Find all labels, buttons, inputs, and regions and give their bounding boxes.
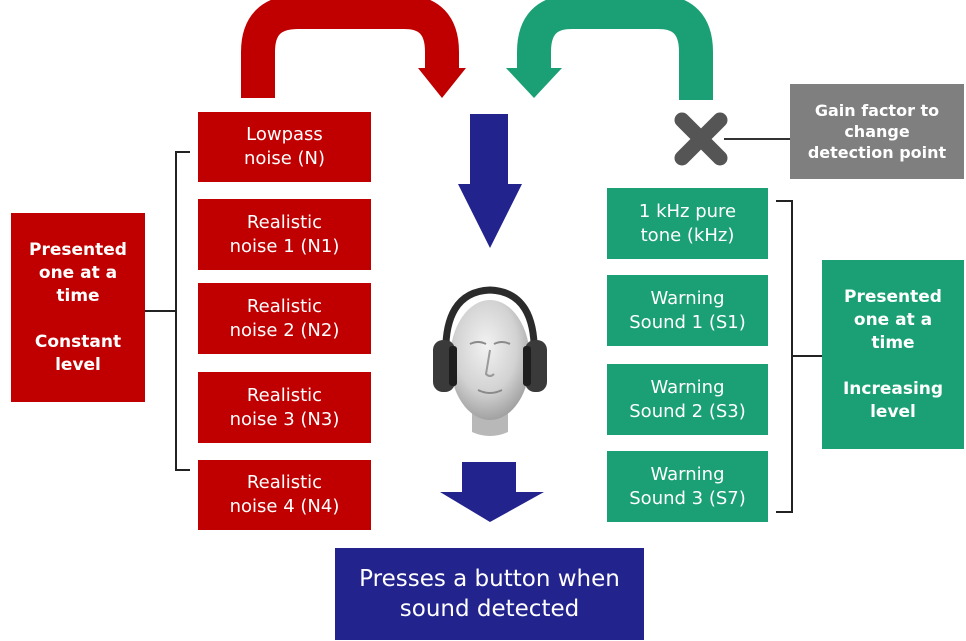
down-arrow-upper xyxy=(458,114,522,248)
noise-line-1: Realistic xyxy=(246,211,323,233)
noise-line-2: noise 1 (N1) xyxy=(229,235,340,257)
noise-box-n4: Realistic noise 4 (N4) xyxy=(198,460,371,530)
down-arrow-lower xyxy=(440,462,544,522)
gain-line-2: change xyxy=(844,122,910,141)
noise-line-2: noise 3 (N3) xyxy=(229,408,340,430)
sound-line-1: Warning xyxy=(650,287,725,309)
left-label-line-2: one at a xyxy=(38,262,118,283)
left-bracket xyxy=(144,151,190,471)
noise-box-n2: Realistic noise 2 (N2) xyxy=(198,283,371,354)
sound-line-1: 1 kHz pure xyxy=(638,200,737,222)
noise-line-1: Realistic xyxy=(246,384,323,406)
right-label-line-2: one at a xyxy=(853,309,933,330)
sound-box-s3: Warning Sound 2 (S3) xyxy=(607,364,768,435)
sound-line-1: Warning xyxy=(650,376,725,398)
right-side-label: Presented one at a time Increasing level xyxy=(822,260,964,449)
sound-line-2: tone (kHz) xyxy=(640,224,735,246)
sound-line-2: Sound 3 (S7) xyxy=(629,487,746,509)
cross-icon xyxy=(674,112,728,166)
sound-line-2: Sound 2 (S3) xyxy=(629,400,746,422)
noise-box-lowpass: Lowpass noise (N) xyxy=(198,112,371,182)
green-curved-arrow xyxy=(506,0,713,100)
result-line-1: Presses a button when xyxy=(359,566,620,592)
right-bracket xyxy=(776,200,822,513)
sound-box-s7: Warning Sound 3 (S7) xyxy=(607,451,768,522)
red-curved-arrow xyxy=(241,0,466,98)
gain-line-3: detection point xyxy=(807,143,947,162)
result-box: Presses a button when sound detected xyxy=(335,548,644,640)
noise-line-1: Realistic xyxy=(246,472,323,493)
noise-line-2: noise (N) xyxy=(243,148,326,169)
noise-line-2: noise 2 (N2) xyxy=(229,319,340,341)
head-with-headphones-icon xyxy=(433,286,547,436)
right-label-line-1: Presented xyxy=(844,286,942,307)
sound-box-pure-tone: 1 kHz pure tone (kHz) xyxy=(607,188,768,259)
noise-box-n1: Realistic noise 1 (N1) xyxy=(198,199,371,270)
sound-box-s1: Warning Sound 1 (S1) xyxy=(607,275,768,346)
left-side-label: Presented one at a time Constant level xyxy=(11,213,145,402)
right-label-line-4: Increasing xyxy=(842,378,944,399)
sound-line-1: Warning xyxy=(650,463,725,485)
left-label-line-1: Presented xyxy=(29,239,127,260)
noise-line-1: Lowpass xyxy=(246,124,323,145)
left-label-line-5: level xyxy=(55,354,101,375)
noise-box-n3: Realistic noise 3 (N3) xyxy=(198,372,371,443)
sound-line-2: Sound 1 (S1) xyxy=(629,311,746,333)
right-label-line-3: time xyxy=(871,332,915,353)
result-line-2: sound detected xyxy=(399,596,580,622)
noise-line-1: Realistic xyxy=(246,295,323,317)
right-label-line-5: level xyxy=(870,401,916,422)
gain-line-1: Gain factor to xyxy=(814,101,940,120)
left-label-line-4: Constant xyxy=(34,331,122,352)
left-label-line-3: time xyxy=(56,285,100,306)
gain-factor-box: Gain factor to change detection point xyxy=(790,84,964,179)
noise-line-2: noise 4 (N4) xyxy=(229,496,340,517)
